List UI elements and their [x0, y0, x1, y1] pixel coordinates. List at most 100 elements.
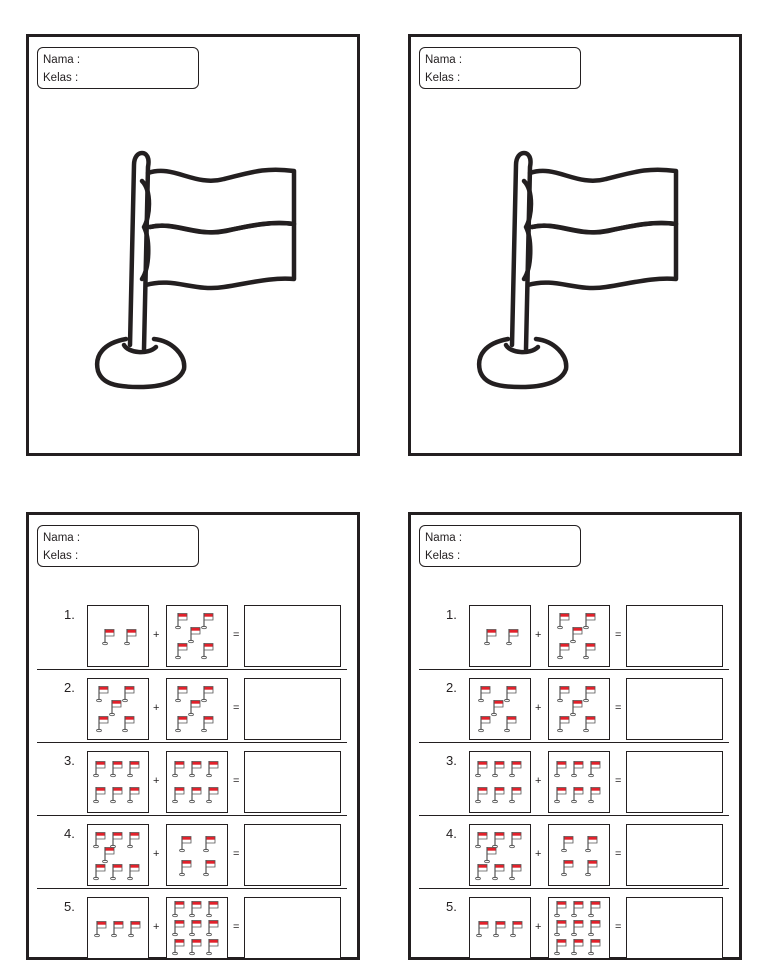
flag-icon	[588, 920, 601, 937]
flag-icon	[110, 787, 123, 804]
answer-box[interactable]	[626, 751, 723, 813]
flag-icon	[206, 901, 219, 918]
answer-box[interactable]	[244, 678, 341, 740]
coloring-card-1: Nama : Kelas :	[26, 34, 360, 456]
counting-worksheet-1: Nama : Kelas : 1.+=2.+=3.+=4.+=5.+=	[26, 512, 360, 960]
flag-icon	[203, 860, 216, 877]
name-label: Nama :	[43, 532, 81, 544]
flag-icon	[94, 921, 107, 938]
flag-icon	[571, 787, 584, 804]
answer-box[interactable]	[244, 897, 341, 959]
flag-icon	[557, 613, 570, 630]
flag-icon	[109, 700, 122, 717]
addend-box-b	[166, 751, 228, 813]
flag-icon	[201, 643, 214, 660]
answer-box[interactable]	[626, 824, 723, 886]
addend-box-a	[469, 897, 531, 959]
flag-icon	[188, 627, 201, 644]
answer-box[interactable]	[244, 605, 341, 667]
equals-sign: =	[615, 629, 622, 641]
answer-box[interactable]	[626, 678, 723, 740]
flag-icon	[570, 627, 583, 644]
flag-icon	[475, 787, 488, 804]
plus-sign: +	[153, 775, 160, 787]
flag-icon	[172, 761, 185, 778]
flag-icon	[179, 860, 192, 877]
flag-icon	[189, 939, 202, 956]
flag-icon	[189, 920, 202, 937]
plus-sign: +	[535, 921, 542, 933]
row-divider	[37, 669, 347, 670]
plus-sign: +	[535, 775, 542, 787]
answer-box[interactable]	[626, 897, 723, 959]
equals-sign: =	[233, 629, 240, 641]
answer-box[interactable]	[244, 751, 341, 813]
flag-icon	[493, 921, 506, 938]
flag-icon	[189, 901, 202, 918]
addend-box-a	[469, 605, 531, 667]
exercise-row: 2.+=	[29, 672, 357, 744]
flag-icon	[492, 761, 505, 778]
answer-box[interactable]	[244, 824, 341, 886]
flag-icon	[557, 716, 570, 733]
addend-box-b	[166, 824, 228, 886]
answer-box[interactable]	[626, 605, 723, 667]
flag-icon	[554, 920, 567, 937]
flag-icon	[189, 761, 202, 778]
row-divider	[419, 888, 729, 889]
exercise-row: 5.+=	[29, 891, 357, 963]
flag-icon	[571, 920, 584, 937]
flag-icon	[478, 686, 491, 703]
equals-sign: =	[233, 848, 240, 860]
flag-icon	[475, 832, 488, 849]
name-class-box: Nama : Kelas :	[419, 525, 581, 567]
plus-sign: +	[535, 702, 542, 714]
flag-icon	[93, 787, 106, 804]
flag-icon	[588, 787, 601, 804]
exercise-number: 2.	[446, 680, 457, 695]
flag-icon	[172, 787, 185, 804]
flag-icon	[175, 716, 188, 733]
addend-box-b	[548, 678, 610, 740]
plus-sign: +	[153, 702, 160, 714]
flag-icon	[478, 716, 491, 733]
flag-icon	[122, 686, 135, 703]
flag-icon	[110, 761, 123, 778]
equals-sign: =	[615, 775, 622, 787]
equals-sign: =	[615, 921, 622, 933]
addend-box-a	[469, 678, 531, 740]
flag-icon	[484, 847, 497, 864]
flag-icon	[554, 939, 567, 956]
flag-icon	[110, 864, 123, 881]
exercise-row: 3.+=	[29, 745, 357, 817]
row-divider	[37, 815, 347, 816]
row-divider	[37, 742, 347, 743]
flag-icon	[96, 716, 109, 733]
flag-icon	[557, 686, 570, 703]
addend-box-b	[548, 751, 610, 813]
plus-sign: +	[535, 848, 542, 860]
flag-icon	[588, 901, 601, 918]
exercise-number: 1.	[64, 607, 75, 622]
flag-icon	[102, 847, 115, 864]
plus-sign: +	[153, 921, 160, 933]
addend-box-b	[548, 605, 610, 667]
flag-icon	[491, 700, 504, 717]
addend-box-a	[87, 897, 149, 959]
name-label: Nama :	[425, 532, 463, 544]
equals-sign: =	[615, 702, 622, 714]
flag-icon	[509, 864, 522, 881]
exercise-number: 4.	[64, 826, 75, 841]
flag-icon	[561, 836, 574, 853]
flag-icon	[102, 629, 115, 646]
flag-drawing	[94, 150, 297, 390]
flag-icon	[484, 629, 497, 646]
flag-icon	[554, 901, 567, 918]
flag-icon	[492, 787, 505, 804]
counting-worksheet-2: Nama : Kelas : 1.+=2.+=3.+=4.+=5.+=	[408, 512, 742, 960]
flag-icon	[475, 761, 488, 778]
addend-box-a	[87, 605, 149, 667]
flag-icon	[510, 921, 523, 938]
flag-icon	[583, 716, 596, 733]
flag-icon	[570, 700, 583, 717]
